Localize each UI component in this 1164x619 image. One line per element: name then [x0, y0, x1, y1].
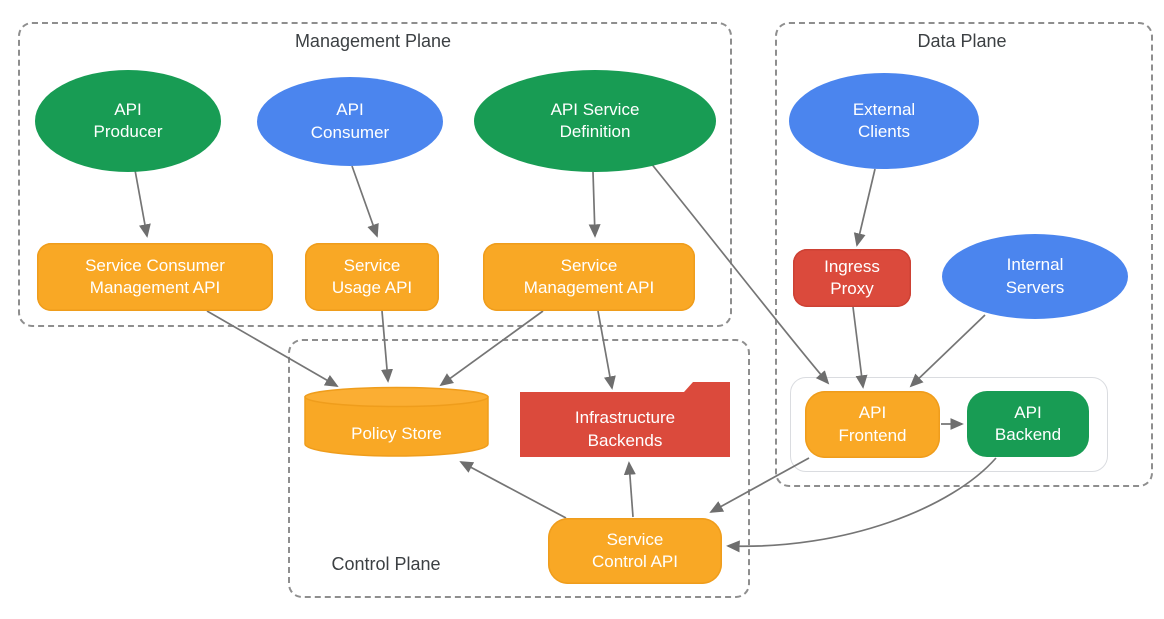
node-internal-servers: Internal Servers	[942, 234, 1128, 319]
node-service-management-api-label: Service Management API	[523, 255, 655, 297]
node-service-management-api: Service Management API	[483, 243, 695, 311]
node-service-usage-api: Service Usage API	[305, 243, 439, 311]
node-service-consumer-management-api: Service Consumer Management API	[37, 243, 273, 311]
node-service-control-api-label: Service Control API	[592, 529, 678, 571]
edge-api-backend-to-service-control-api	[726, 457, 997, 553]
node-policy-store-label: Policy Store	[351, 423, 442, 443]
node-api-service-definition-label: API Service Definition	[550, 99, 640, 141]
node-api-consumer: API Consumer	[257, 77, 443, 166]
cylinder-shape	[304, 386, 489, 457]
node-external-clients: External Clients	[789, 73, 979, 169]
edge-api-consumer-to-service-usage-api	[351, 165, 379, 238]
edge-api-producer-to-service-consumer-management-api	[134, 169, 151, 238]
node-infrastructure-backends: Infrastructure Backends	[520, 382, 730, 467]
edge-external-clients-to-ingress-proxy	[853, 168, 876, 247]
management-plane-box	[18, 22, 732, 327]
edge-api-service-definition-to-api-frontend	[649, 161, 830, 385]
edge-internal-servers-to-api-frontend	[909, 314, 986, 388]
node-service-consumer-management-api-label: Service Consumer Management API	[85, 255, 225, 297]
node-api-service-definition: API Service Definition	[474, 70, 716, 172]
node-infrastructure-backends-label: Infrastructure Backends	[574, 408, 676, 450]
node-api-backend: API Backend	[967, 391, 1089, 457]
node-api-backend-label: API Backend	[994, 402, 1062, 444]
control-plane-box	[288, 339, 750, 598]
edge-api-service-definition-to-service-management-api	[588, 171, 601, 238]
node-policy-store: Policy Store	[303, 386, 490, 470]
edge-service-management-api-to-infrastructure-backends	[597, 310, 616, 390]
edge-service-control-api-to-infrastructure-backends	[623, 461, 636, 518]
node-api-producer: API Producer	[35, 70, 221, 172]
node-api-producer-label: API Producer	[93, 99, 163, 141]
node-ingress-proxy-label: Ingress Proxy	[824, 256, 880, 298]
node-service-usage-api-label: Service Usage API	[331, 255, 413, 297]
edge-service-management-api-to-policy-store	[439, 310, 544, 387]
edge-service-usage-api-to-policy-store	[381, 310, 393, 383]
edge-api-frontend-to-service-control-api	[709, 457, 810, 513]
node-internal-servers-label: Internal Servers	[1005, 255, 1065, 297]
folder-shape	[520, 382, 730, 457]
node-api-consumer-label: API Consumer	[310, 100, 390, 142]
node-api-frontend: API Frontend	[805, 391, 940, 458]
node-service-control-api: Service Control API	[548, 518, 722, 584]
node-ingress-proxy: Ingress Proxy	[793, 249, 911, 307]
edge-service-control-api-to-policy-store	[459, 461, 567, 519]
edge-ingress-proxy-to-api-frontend	[852, 306, 868, 389]
node-api-frontend-label: API Frontend	[838, 403, 907, 445]
edge-service-consumer-management-api-to-policy-store	[206, 310, 339, 387]
node-external-clients-label: External Clients	[852, 99, 916, 141]
